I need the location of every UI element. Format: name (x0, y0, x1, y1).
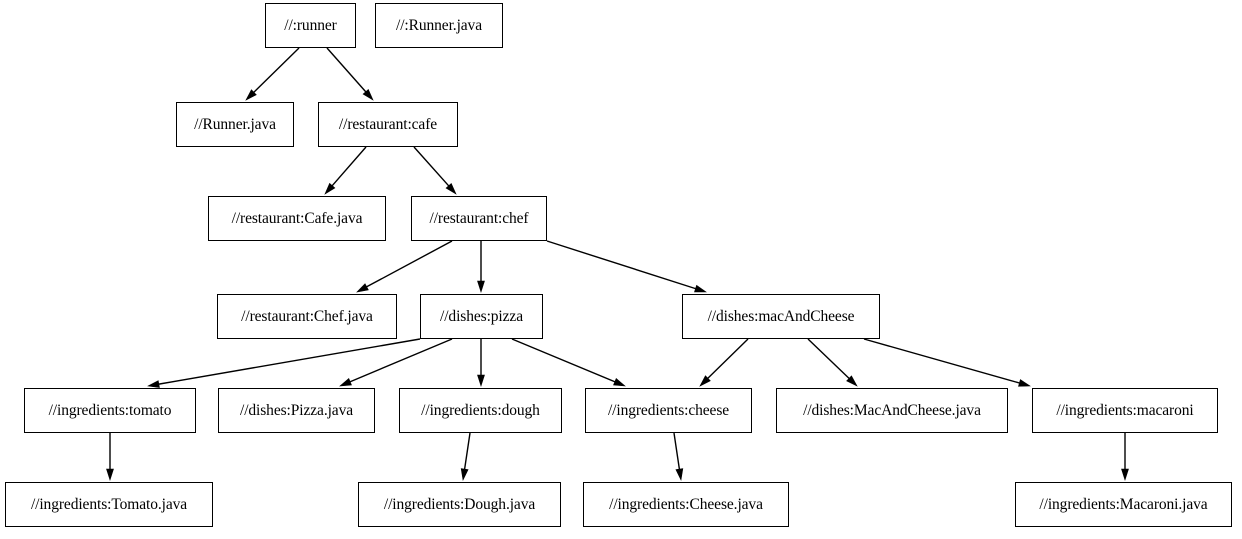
graph-node-label: //ingredients:Macaroni.java (1039, 495, 1208, 513)
graph-edge-restaurant_cafe-to-restaurant_chef (413, 146, 450, 187)
graph-node-ingredients_cheese_java[interactable]: //ingredients:Cheese.java (583, 482, 789, 527)
graph-edge-dishes_macandcheese-to-ingredients_cheese (707, 338, 749, 379)
graph-edge-arrowhead (460, 468, 469, 481)
graph-node-label: //ingredients:Tomato.java (30, 495, 188, 513)
graph-edge-arrowhead (445, 182, 457, 195)
graph-edge-arrowhead (356, 283, 369, 293)
graph-node-label: //restaurant:cafe (338, 115, 438, 133)
graph-edge-arrowhead (1121, 468, 1129, 481)
graph-node-runner[interactable]: //:runner (265, 3, 356, 48)
graph-edge-arrowhead (613, 378, 626, 387)
graph-node-label: //dishes:MacAndCheese.java (803, 401, 981, 419)
graph-node-label: //restaurant:Cafe.java (231, 209, 363, 227)
graph-node-label: //dishes:Pizza.java (239, 401, 354, 419)
graph-node-label: //restaurant:Chef.java (241, 307, 373, 325)
graph-node-restaurant_cafe[interactable]: //restaurant:cafe (318, 102, 458, 147)
graph-edge-restaurant_chef-to-restaurant_chef_java (366, 240, 453, 288)
graph-edge-dishes_pizza-to-ingredients_tomato (158, 338, 421, 385)
graph-edge-restaurant_chef-to-dishes_macandcheese (546, 240, 696, 290)
graph-node-label: //ingredients:Cheese.java (609, 495, 763, 513)
graph-edge-restaurant_cafe-to-restaurant_cafe_java (331, 146, 367, 187)
graph-edge-runner-to-restaurant_cafe (326, 47, 367, 93)
graph-edge-arrowhead (1018, 379, 1031, 387)
graph-node-label: //dishes:macAndCheese (707, 307, 855, 325)
graph-node-label: //:runner (284, 16, 337, 34)
graph-node-restaurant_chef_java[interactable]: //restaurant:Chef.java (217, 294, 397, 339)
graph-node-label: //ingredients:dough (421, 401, 540, 419)
graph-edge-arrowhead (694, 284, 707, 293)
graph-node-ingredients_cheese[interactable]: //ingredients:cheese (585, 388, 752, 433)
graph-node-restaurant_cafe_java[interactable]: //restaurant:Cafe.java (208, 196, 386, 241)
graph-node-runner_java_root[interactable]: //:Runner.java (375, 3, 503, 48)
graph-edge-arrowhead (324, 182, 336, 195)
graph-node-ingredients_macaroni[interactable]: //ingredients:macaroni (1032, 388, 1218, 433)
graph-node-dishes_pizza_java[interactable]: //dishes:Pizza.java (218, 388, 375, 433)
graph-edge-arrowhead (477, 374, 485, 387)
graph-node-label: //ingredients:tomato (48, 401, 172, 419)
graph-edge-ingredients_cheese-to-ingredients_cheese_java (673, 432, 681, 470)
graph-node-ingredients_tomato[interactable]: //ingredients:tomato (24, 388, 196, 433)
graph-edge-dishes_macandcheese-to-ingredients_macaroni (863, 338, 1020, 384)
graph-edge-arrowhead (106, 468, 114, 481)
graph-edge-arrowhead (362, 88, 374, 101)
graph-node-ingredients_dough[interactable]: //ingredients:dough (399, 388, 562, 433)
graph-node-restaurant_chef[interactable]: //restaurant:chef (411, 196, 547, 241)
graph-node-runner_java[interactable]: //Runner.java (176, 102, 294, 147)
graph-edge-arrowhead (147, 380, 160, 388)
graph-edge-arrowhead (477, 280, 485, 293)
graph-edge-dishes_macandcheese-to-dishes_macandcheese_java (807, 338, 850, 379)
graph-edge-ingredients_dough-to-ingredients_dough_java (463, 432, 471, 470)
graph-node-dishes_macandcheese[interactable]: //dishes:macAndCheese (682, 294, 880, 339)
graph-edge-dishes_pizza-to-dishes_pizza_java (349, 338, 453, 383)
graph-node-label: //ingredients:cheese (607, 401, 730, 419)
graph-node-dishes_pizza[interactable]: //dishes:pizza (420, 294, 543, 339)
graph-edge-arrowhead (699, 375, 711, 387)
graph-node-label: //:Runner.java (396, 16, 482, 34)
graph-node-ingredients_dough_java[interactable]: //ingredients:Dough.java (358, 482, 561, 527)
graph-node-dishes_macandcheese_java[interactable]: //dishes:MacAndCheese.java (776, 388, 1008, 433)
graph-edge-dishes_pizza-to-ingredients_cheese (511, 338, 616, 383)
graph-node-label: //ingredients:Dough.java (383, 495, 536, 513)
graph-node-label: //ingredients:macaroni (1056, 401, 1194, 419)
graph-edge-arrowhead (245, 89, 257, 101)
graph-node-ingredients_tomato_java[interactable]: //ingredients:Tomato.java (5, 482, 213, 527)
graph-node-label: //Runner.java (194, 115, 276, 133)
graph-node-label: //restaurant:chef (429, 209, 529, 227)
graph-edge-arrowhead (675, 468, 684, 481)
graph-edge-arrowhead (846, 375, 858, 387)
graph-node-ingredients_macaroni_java[interactable]: //ingredients:Macaroni.java (1015, 482, 1232, 527)
graph-node-label: //dishes:pizza (440, 307, 523, 325)
graph-edge-arrowhead (339, 378, 352, 387)
graph-edge-runner-to-runner_java (253, 47, 300, 93)
